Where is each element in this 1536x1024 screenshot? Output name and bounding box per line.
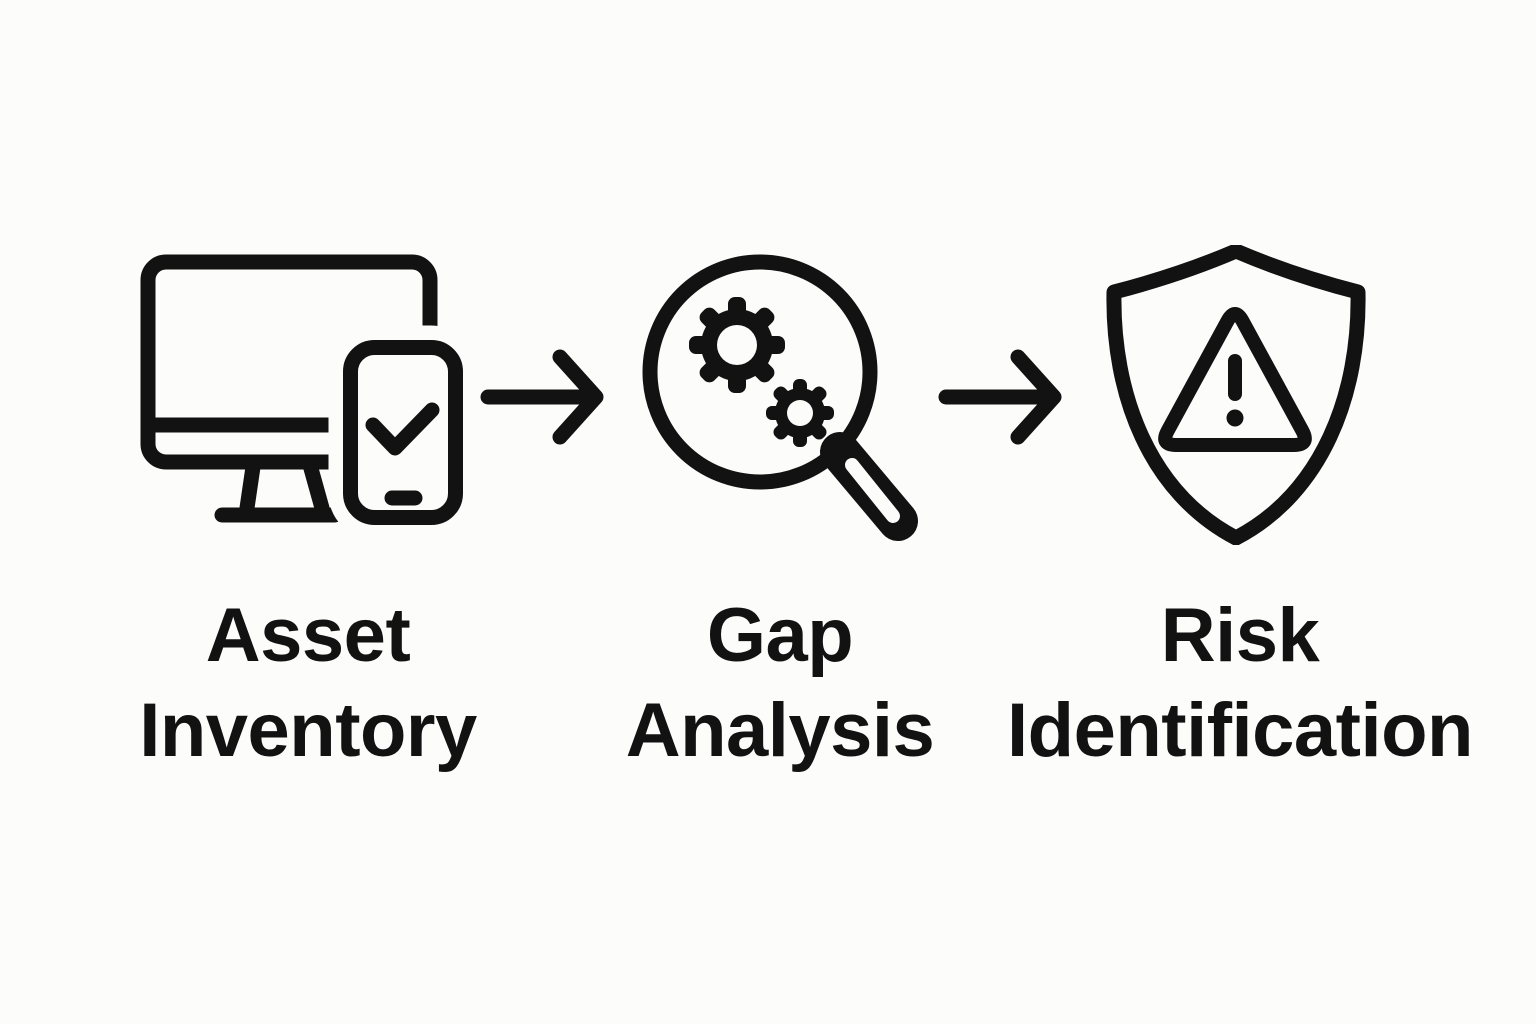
arrow-right-icon	[938, 349, 1062, 445]
handle-shape	[820, 432, 918, 541]
label-line: Analysis	[625, 688, 935, 773]
step-label-asset-inventory: Asset Inventory	[58, 588, 558, 778]
shield-outline	[1106, 245, 1366, 545]
label-line: Inventory	[139, 688, 477, 773]
gear-small	[766, 379, 834, 447]
phone-shape	[343, 340, 463, 525]
step-label-risk-identification: Risk Identification	[965, 588, 1515, 778]
lens-shape	[642, 254, 878, 490]
step-label-gap-analysis: Gap Analysis	[530, 588, 1030, 778]
arrow-right-icon	[480, 349, 604, 445]
devices-checkmark-icon	[140, 254, 468, 540]
warning-triangle	[1158, 307, 1312, 452]
magnifier-gears-icon	[642, 254, 918, 541]
label-line: Asset	[205, 593, 411, 678]
label-line: Identification	[1007, 688, 1473, 773]
checkmark-glyph	[365, 402, 440, 456]
shield-warning-icon	[1106, 245, 1366, 545]
label-line: Gap	[706, 593, 854, 678]
label-line: Risk	[1160, 593, 1320, 678]
exclamation-dot	[1226, 409, 1244, 427]
gear-large	[689, 297, 785, 393]
